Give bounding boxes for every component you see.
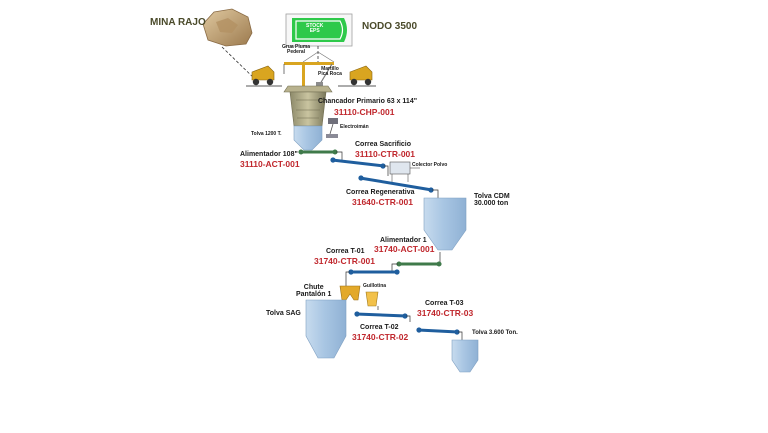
label-alimentador-108: Alimentador 108"	[240, 151, 298, 158]
label-mina-rajo: MINA RAJO	[150, 17, 206, 28]
belt-31110-ctr-001	[330, 157, 386, 169]
hopper-icon	[293, 125, 323, 151]
label-stock-logo: STOCK EPS	[306, 23, 324, 35]
label-correa-t01: Correa T-01	[326, 248, 365, 255]
dust-collector-icon	[389, 161, 420, 182]
label-electroiman: Electroimán	[340, 124, 369, 130]
rock-breaker-icon	[316, 63, 333, 88]
stock-logo-icon	[285, 13, 353, 47]
label-chancador: Chancador Primario 63 x 114"	[318, 98, 418, 105]
flow-line	[391, 263, 398, 272]
chute-icon	[339, 285, 361, 301]
belt-31640-ctr-001	[358, 175, 434, 193]
tag-correa-t01: 31740-CTR-001	[314, 256, 375, 266]
label-tolva-sag: Tolva SAG	[266, 310, 301, 317]
rock-pile-icon	[202, 8, 253, 47]
label-correa-t02: Correa T-02	[360, 324, 399, 331]
tag-correa-t03: 31740-CTR-03	[417, 308, 474, 318]
tag-correa-sacrificio: 31110-CTR-001	[355, 149, 416, 159]
label-chute: Chute Pantalón 1	[296, 284, 332, 299]
label-colector: Colector Polvo	[412, 162, 448, 168]
tag-chancador: 31110-CHP-001	[334, 107, 395, 117]
flow-line	[406, 315, 411, 322]
label-alimentador-1: Alimentador 1	[380, 237, 427, 244]
hopper-icon	[305, 299, 347, 359]
belt-31740-ctr-03	[416, 327, 460, 335]
tag-alimentador-108: 31110-ACT-001	[240, 159, 300, 169]
haul-truck-icon	[338, 65, 376, 87]
label-tolva-cdm: Tolva CDM 30.000 ton	[474, 193, 510, 208]
label-martillo: Martillo Pica Roca	[318, 66, 342, 78]
label-correa-t03: Correa T-03	[425, 300, 464, 307]
belt-31740-ctr-02	[354, 311, 408, 319]
feeder-31740-act-001	[396, 261, 442, 267]
haul-truck-icon	[246, 65, 282, 87]
label-correa-regenerativa: Correa Regenerativa	[346, 189, 415, 196]
label-tolva-1200: Tolva 1200 T.	[251, 131, 282, 137]
flow-line	[336, 151, 343, 160]
feeder-31110-act-001	[298, 149, 338, 155]
flow-line	[432, 189, 439, 198]
flow-line	[458, 331, 463, 340]
label-correa-sacrificio: Correa Sacrificio	[355, 141, 412, 148]
belt-31740-ctr-001	[348, 269, 400, 275]
label-tolva-3600: Tolva 3.600 Ton.	[472, 330, 518, 336]
hopper-icon	[423, 197, 467, 251]
flow-line	[345, 271, 350, 286]
crane-icon	[283, 51, 335, 98]
tag-alimentador-1: 31740-ACT-001	[374, 244, 435, 254]
label-nodo: NODO 3500	[362, 21, 418, 32]
label-grua: Grua Pluma Pederal	[282, 44, 311, 56]
tag-correa-regenerativa: 31640-CTR-001	[352, 197, 413, 207]
electromagnet-icon	[326, 118, 338, 138]
flow-line	[384, 165, 389, 176]
hopper-icon	[451, 339, 479, 373]
gate-icon	[365, 291, 379, 307]
tag-correa-t02: 31740-CTR-02	[352, 332, 409, 342]
crusher-icon	[283, 85, 333, 127]
label-guillotina: Guillotina	[363, 283, 387, 289]
